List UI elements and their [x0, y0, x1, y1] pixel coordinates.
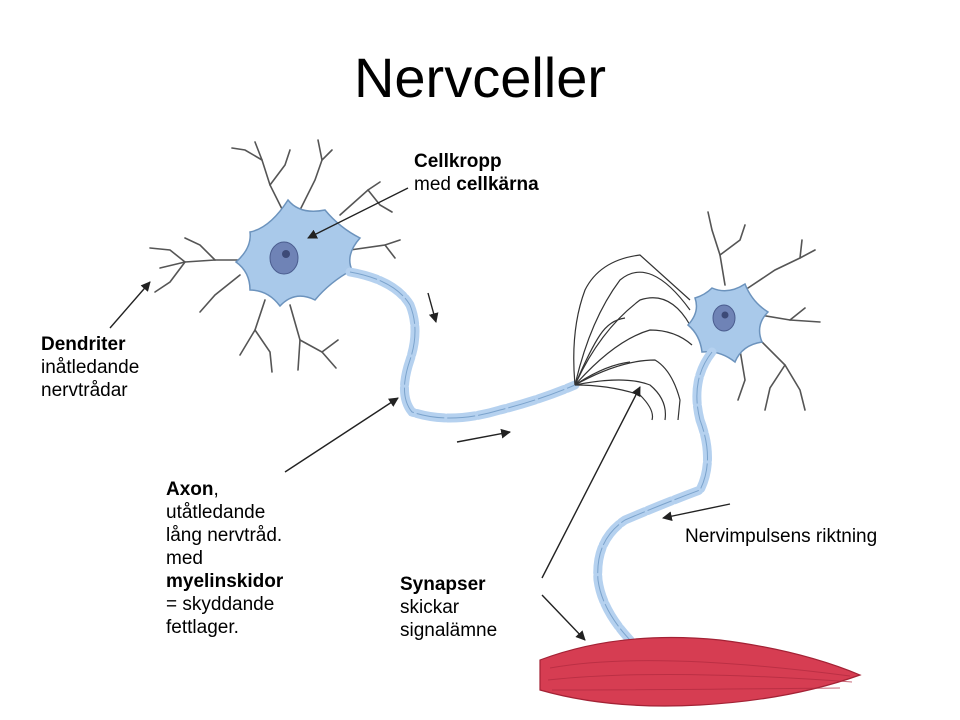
cell-body-left	[234, 198, 362, 308]
label-cellkropp: Cellkropp med cellkärna	[414, 151, 539, 195]
axon-right	[593, 347, 717, 645]
pointer-dendriter	[109, 281, 151, 329]
direction-arrow-3	[662, 503, 731, 521]
label-axon: Axon, utåtledande lång nervtråd. med mye…	[166, 479, 284, 638]
pointer-synapser-lower	[541, 594, 586, 641]
pointer-axon	[284, 397, 399, 473]
dendrites-left	[149, 139, 401, 373]
direction-arrow-2	[456, 428, 511, 443]
pointer-synapser-upper	[541, 386, 641, 579]
axon-left	[345, 267, 580, 423]
label-riktning: Nervimpulsens riktning	[685, 526, 878, 547]
dendrites-right	[707, 211, 821, 411]
pointer-cellkropp	[307, 187, 409, 239]
axon-terminals	[573, 254, 693, 421]
direction-arrow-1	[427, 292, 439, 323]
nucleus-left	[269, 241, 299, 275]
label-synapser: Synapser skickar signalämne	[400, 574, 498, 641]
label-dendriter: Dendriter inåtledande nervtrådar	[41, 334, 140, 401]
page-title: Nervceller	[353, 46, 607, 109]
